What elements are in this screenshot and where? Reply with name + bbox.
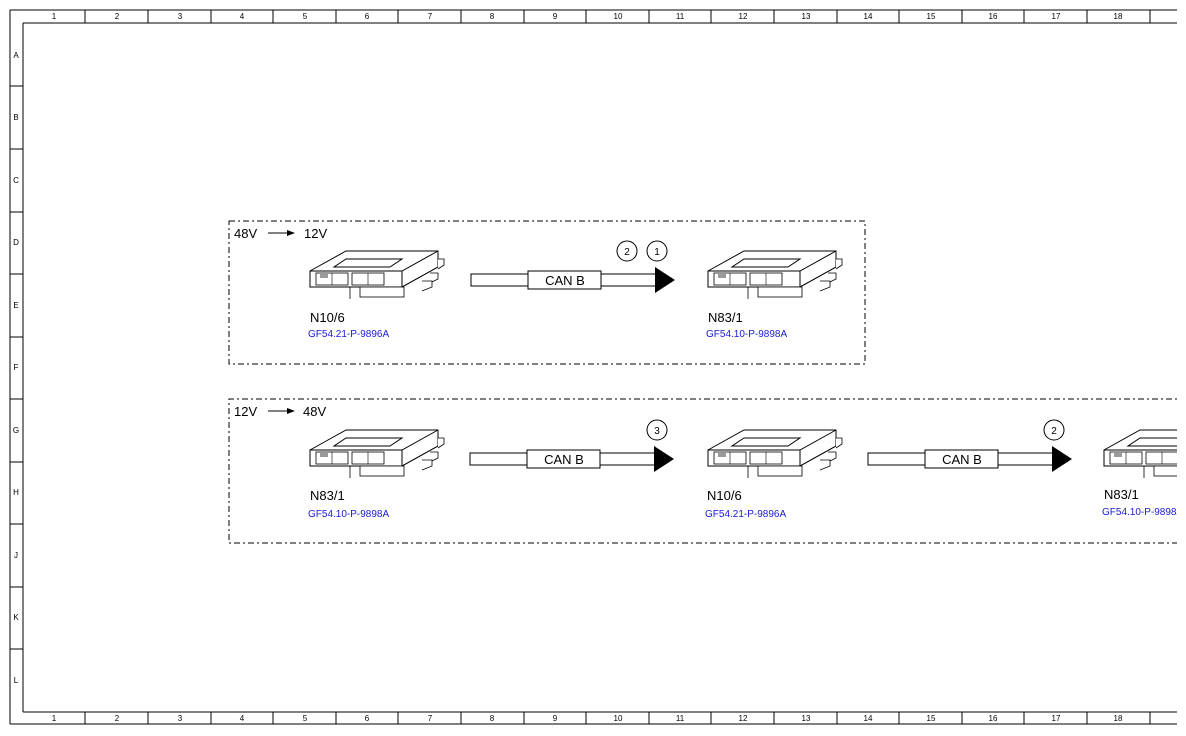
module-right-name: N83/1 (708, 310, 743, 325)
col-label-7: 7 (428, 714, 433, 723)
row-labels: A B C D E F G H J K L (13, 51, 19, 685)
column-labels-bottom: 1 2 3 4 5 6 7 8 9 10 11 12 13 14 15 16 1… (52, 714, 1123, 723)
col-label-10: 10 (614, 714, 623, 723)
can-bus-label: CAN B (544, 452, 584, 467)
col-label-1: 1 (52, 12, 57, 21)
col-label-18: 18 (1114, 12, 1123, 21)
row-label-d: D (13, 238, 19, 247)
row-label-l: L (14, 676, 19, 685)
group-1-dashed-border (228, 220, 866, 365)
voltage-arrow-icon (268, 230, 295, 236)
col-label-1: 1 (52, 714, 57, 723)
col-label-9: 9 (553, 12, 558, 21)
drawing-frame (9, 9, 1186, 725)
col-label-17: 17 (1052, 714, 1061, 723)
column-ruler-top (84, 10, 1151, 23)
col-label-10: 10 (614, 12, 623, 21)
col-label-2: 2 (115, 12, 120, 21)
can-bus-arrow (469, 446, 674, 472)
voltage-from-label: 12V (234, 404, 257, 419)
module-1-doc-link[interactable]: GF54.10-P-9898A (308, 509, 389, 520)
col-label-11: 11 (676, 12, 685, 21)
can-bus-label: CAN B (545, 273, 585, 288)
module-n10-6-icon (707, 429, 843, 479)
step-marker-label: 1 (654, 247, 660, 258)
can-bus-arrow (470, 267, 675, 293)
module-2-name: N10/6 (707, 488, 742, 503)
step-marker: 2 (616, 240, 638, 262)
col-label-13: 13 (802, 12, 811, 21)
col-label-13: 13 (802, 714, 811, 723)
row-label-c: C (13, 176, 19, 185)
col-label-4: 4 (240, 714, 245, 723)
col-label-18: 18 (1114, 714, 1123, 723)
col-label-12: 12 (739, 12, 748, 21)
can-bus-label: CAN B (942, 452, 982, 467)
module-n10-6-icon (309, 250, 445, 300)
row-ruler-left (10, 85, 23, 650)
voltage-from-label: 48V (234, 226, 257, 241)
module-left-name: N10/6 (310, 310, 345, 325)
col-label-8: 8 (490, 12, 495, 21)
col-label-17: 17 (1052, 12, 1061, 21)
col-label-16: 16 (989, 12, 998, 21)
module-left-doc-link[interactable]: GF54.21-P-9896A (308, 329, 389, 340)
module-3-name: N83/1 (1104, 487, 1139, 502)
row-label-j: J (14, 551, 18, 560)
row-label-h: H (13, 488, 19, 497)
col-label-4: 4 (240, 12, 245, 21)
group-12v-to-48v: 12V 48V N83/1 GF54.10-P-9898A CAN B 3 N1… (228, 398, 1186, 544)
row-label-e: E (13, 301, 18, 310)
col-label-6: 6 (365, 714, 370, 723)
step-marker-label: 3 (654, 426, 660, 437)
col-label-14: 14 (864, 12, 873, 21)
column-labels-top: 1 2 3 4 5 6 7 8 9 10 11 12 13 14 15 16 1… (52, 12, 1123, 21)
module-n83-1-icon (1103, 429, 1186, 479)
row-label-g: G (13, 426, 19, 435)
col-label-5: 5 (303, 12, 308, 21)
col-label-5: 5 (303, 714, 308, 723)
module-2-doc-link[interactable]: GF54.21-P-9896A (705, 509, 786, 520)
module-n83-1-icon (707, 250, 843, 300)
step-marker: 3 (646, 419, 668, 441)
col-label-8: 8 (490, 714, 495, 723)
row-label-a: A (13, 51, 19, 60)
col-label-16: 16 (989, 714, 998, 723)
step-marker: 2 (1043, 419, 1065, 441)
col-label-15: 15 (927, 12, 936, 21)
row-label-b: B (13, 113, 18, 122)
column-ruler-bottom (84, 712, 1151, 724)
col-label-3: 3 (178, 714, 183, 723)
col-label-9: 9 (553, 714, 558, 723)
step-marker-label: 2 (1051, 426, 1057, 437)
col-label-11: 11 (676, 714, 685, 723)
module-right-doc-link[interactable]: GF54.10-P-9898A (706, 329, 787, 340)
module-3-doc-link[interactable]: GF54.10-P-9898A (1102, 507, 1183, 518)
can-bus-arrow (867, 446, 1072, 472)
col-label-12: 12 (739, 714, 748, 723)
row-label-k: K (13, 613, 19, 622)
module-n83-1-icon (309, 429, 445, 479)
step-marker-label: 2 (624, 247, 630, 258)
group-48v-to-12v: 48V 12V N10/6 GF54.21-P-9896A CAN B 2 1 … (228, 220, 866, 365)
col-label-6: 6 (365, 12, 370, 21)
group-2-dashed-border (228, 398, 1186, 544)
col-label-14: 14 (864, 714, 873, 723)
col-label-2: 2 (115, 714, 120, 723)
col-label-3: 3 (178, 12, 183, 21)
right-edge-mask (1177, 0, 1186, 736)
voltage-to-label: 48V (303, 404, 326, 419)
col-label-7: 7 (428, 12, 433, 21)
voltage-arrow-icon (268, 408, 295, 414)
step-marker: 1 (646, 240, 668, 262)
col-label-15: 15 (927, 714, 936, 723)
row-label-f: F (14, 363, 19, 372)
module-1-name: N83/1 (310, 488, 345, 503)
voltage-to-label: 12V (304, 226, 327, 241)
